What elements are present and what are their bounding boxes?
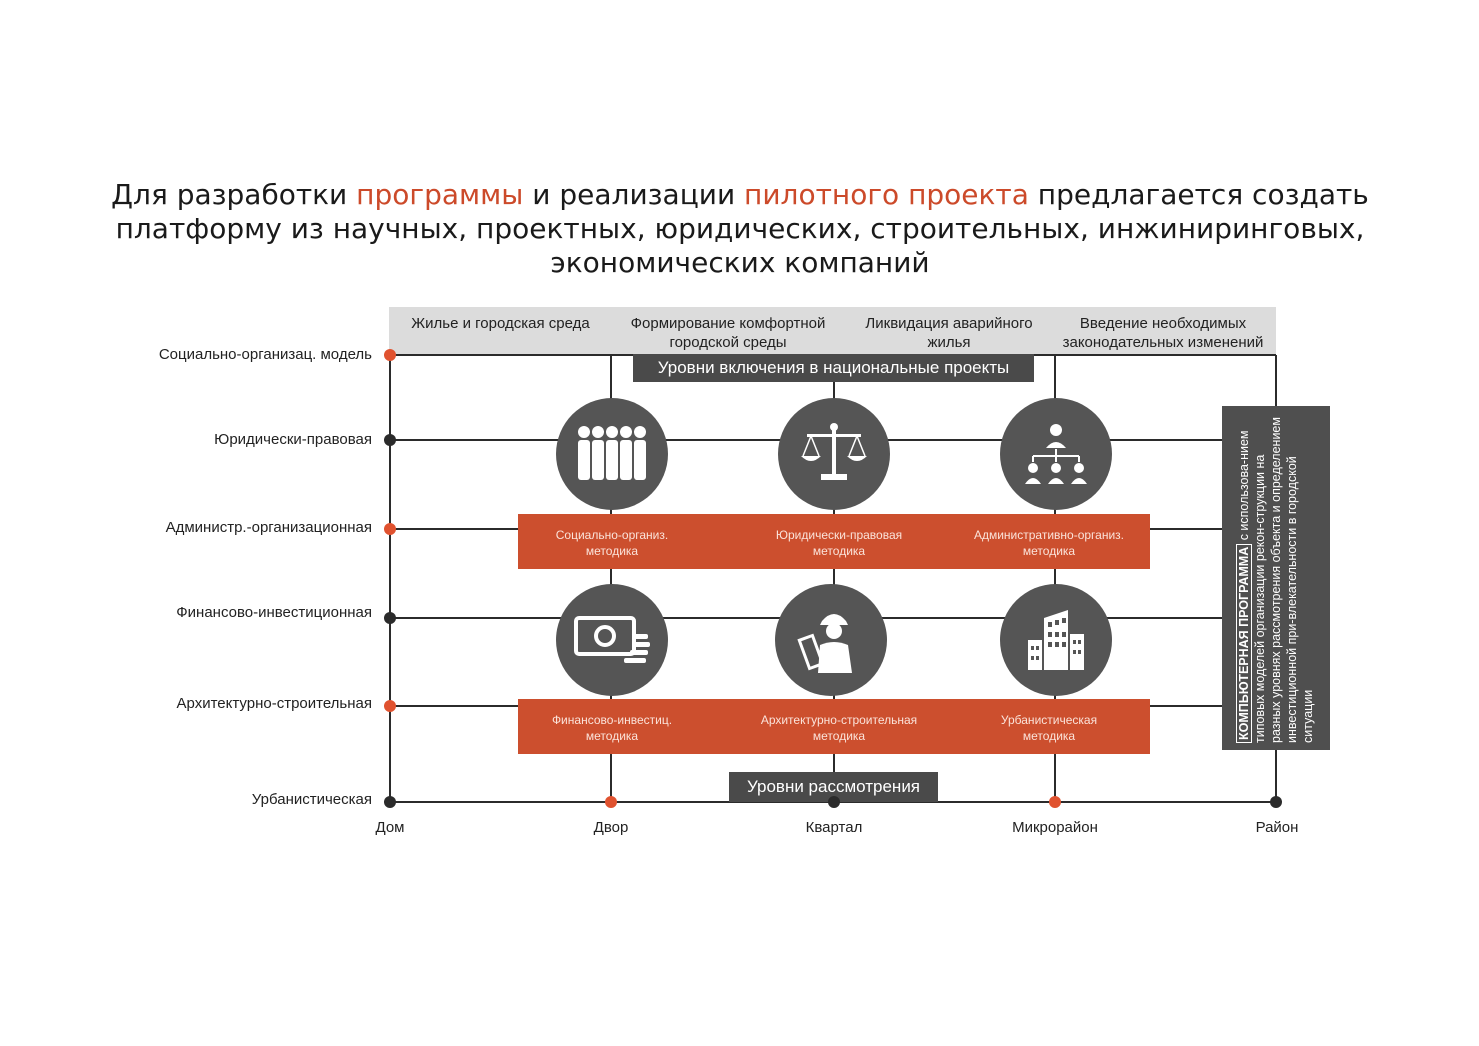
header-line: законодательных изменений (1062, 334, 1264, 351)
col-label-yard: Двор (593, 819, 629, 836)
methods-band-top (518, 514, 1150, 569)
method-line: методика (812, 544, 866, 558)
method-line: методика (585, 544, 639, 558)
header-housing: Жилье и городская среда (393, 314, 608, 333)
org-hierarchy-icon (1000, 398, 1112, 510)
header-line: Введение необходимых (1079, 315, 1247, 332)
row-label-legal: Юридически-правовая (214, 431, 372, 448)
col-node-district (1270, 796, 1282, 808)
method-finance: Финансово-инвестиц. методика (507, 712, 717, 744)
method-line: Урбанистическая (1000, 713, 1098, 727)
header-comfort-environment: Формирование комфортной городской среды (614, 314, 842, 352)
col-node-quarter (828, 796, 840, 808)
title-text-2: и реализации (523, 178, 745, 211)
header-line: городской среды (669, 334, 787, 351)
national-levels-label: Уровни включения в национальные проекты (633, 354, 1034, 382)
row-node-social (384, 349, 396, 361)
method-line: Архитектурно-строительная (760, 713, 918, 727)
methods-band-bottom (518, 699, 1150, 754)
people-group-icon (556, 398, 668, 510)
method-line: Социально-организ. (555, 528, 669, 542)
row-label-admin: Администр.-организационная (165, 519, 372, 536)
method-line: Финансово-инвестиц. (551, 713, 673, 727)
col-node-yard (605, 796, 617, 808)
col-node-microdistrict (1049, 796, 1061, 808)
row-label-social: Социально-организац. модель (158, 346, 372, 363)
col-label-district: Район (1255, 819, 1299, 836)
money-banknote-icon (556, 584, 668, 696)
method-line: методика (585, 729, 639, 743)
header-line: жилья (927, 334, 971, 351)
header-emergency-housing: Ликвидация аварийного жилья (850, 314, 1048, 352)
engineer-blueprint-icon (775, 584, 887, 696)
header-line: Формирование комфортной (630, 315, 826, 332)
row-node-finance (384, 612, 396, 624)
scales-of-justice-icon (778, 398, 890, 510)
title-text-3: предлагается создать платформу из научны… (115, 178, 1369, 279)
method-line: методика (1022, 544, 1076, 558)
national-projects-header-bar (389, 307, 1276, 354)
method-admin-org: Административно-организ. методика (944, 527, 1154, 559)
title-text-1: Для разработки (111, 178, 357, 211)
method-line: методика (812, 729, 866, 743)
row-node-admin (384, 523, 396, 535)
method-architecture: Архитектурно-строительная методика (734, 712, 944, 744)
row-label-finance: Финансово-инвестиционная (176, 604, 372, 621)
page-title: Для разработки программы и реализации пи… (60, 178, 1420, 280)
title-highlight-pilot: пилотного проекта (744, 178, 1029, 211)
header-line: Жилье и городская среда (411, 315, 590, 332)
row-node-urban (384, 796, 396, 808)
header-line: Ликвидация аварийного (865, 315, 1033, 332)
row-label-urban: Урбанистическая (251, 791, 372, 808)
method-urban: Урбанистическая методика (944, 712, 1154, 744)
city-buildings-icon (1000, 584, 1112, 696)
title-highlight-program: программы (356, 178, 524, 211)
computer-program-panel: КОМПЬЮТЕРНАЯ ПРОГРАММА с использова-нием… (1222, 406, 1330, 750)
computer-program-title: КОМПЬЮТЕРНАЯ ПРОГРАММА (1236, 543, 1252, 743)
method-line: Юридически-правовая (775, 528, 903, 542)
method-legal: Юридически-правовая методика (734, 527, 944, 559)
row-node-legal (384, 434, 396, 446)
method-line: методика (1022, 729, 1076, 743)
method-social-org: Социально-организ. методика (507, 527, 717, 559)
col-label-quarter: Квартал (805, 819, 863, 836)
header-legislation: Введение необходимых законодательных изм… (1052, 314, 1274, 352)
computer-program-text: КОМПЬЮТЕРНАЯ ПРОГРАММА с использова-нием… (1236, 413, 1316, 743)
row-label-architecture: Архитектурно-строительная (176, 695, 372, 712)
col-label-house: Дом (375, 819, 405, 836)
method-line: Административно-организ. (973, 528, 1125, 542)
col-label-microdistrict: Микрорайон (1012, 819, 1098, 836)
row-node-architecture (384, 700, 396, 712)
